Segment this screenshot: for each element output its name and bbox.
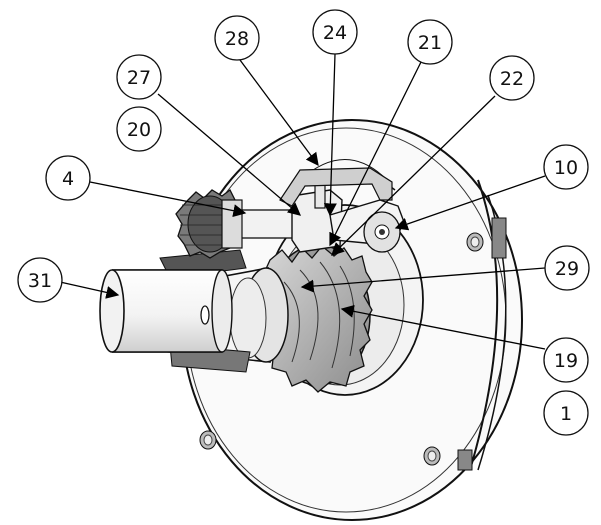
- leader-22: [331, 95, 496, 256]
- svg-text:28: 28: [225, 28, 249, 50]
- flange-bolt: [466, 232, 484, 252]
- leader-21: [329, 61, 422, 247]
- svg-text:29: 29: [555, 258, 579, 280]
- leader-10: [394, 175, 546, 231]
- lever-arm: [329, 199, 405, 253]
- svg-text:10: 10: [554, 157, 578, 179]
- svg-text:22: 22: [500, 68, 524, 90]
- leader-27: [157, 93, 301, 216]
- callout-20: 20: [116, 106, 162, 152]
- flange-bolt: [199, 430, 217, 450]
- callout-22: 22: [489, 55, 535, 101]
- callout-31: 31: [17, 257, 63, 303]
- leader-31: [59, 281, 120, 299]
- callout-10: 10: [543, 144, 589, 190]
- leader-lines: [59, 53, 546, 350]
- svg-text:31: 31: [28, 270, 52, 292]
- callout-4: 4: [45, 155, 91, 201]
- svg-text:27: 27: [127, 67, 151, 89]
- svg-text:19: 19: [554, 350, 578, 372]
- leader-29: [300, 267, 546, 293]
- callout-19: 19: [543, 337, 589, 383]
- leader-24: [323, 53, 337, 217]
- leader-19: [340, 304, 546, 350]
- svg-text:24: 24: [323, 22, 347, 44]
- input-shaft: [99, 249, 289, 373]
- callout-29: 29: [544, 245, 590, 291]
- callout-21: 21: [407, 19, 453, 65]
- leader-4: [89, 181, 247, 218]
- callout-27: 27: [116, 54, 162, 100]
- svg-text:1: 1: [560, 403, 572, 425]
- svg-text:20: 20: [127, 119, 151, 141]
- svg-text:4: 4: [62, 168, 74, 190]
- flange-bolt: [423, 446, 441, 466]
- callout-24: 24: [312, 9, 358, 55]
- callout-28: 28: [214, 15, 260, 61]
- helical-gear: [257, 244, 373, 393]
- svg-text:21: 21: [418, 32, 442, 54]
- leader-28: [239, 59, 319, 167]
- callout-1: 1: [543, 390, 589, 436]
